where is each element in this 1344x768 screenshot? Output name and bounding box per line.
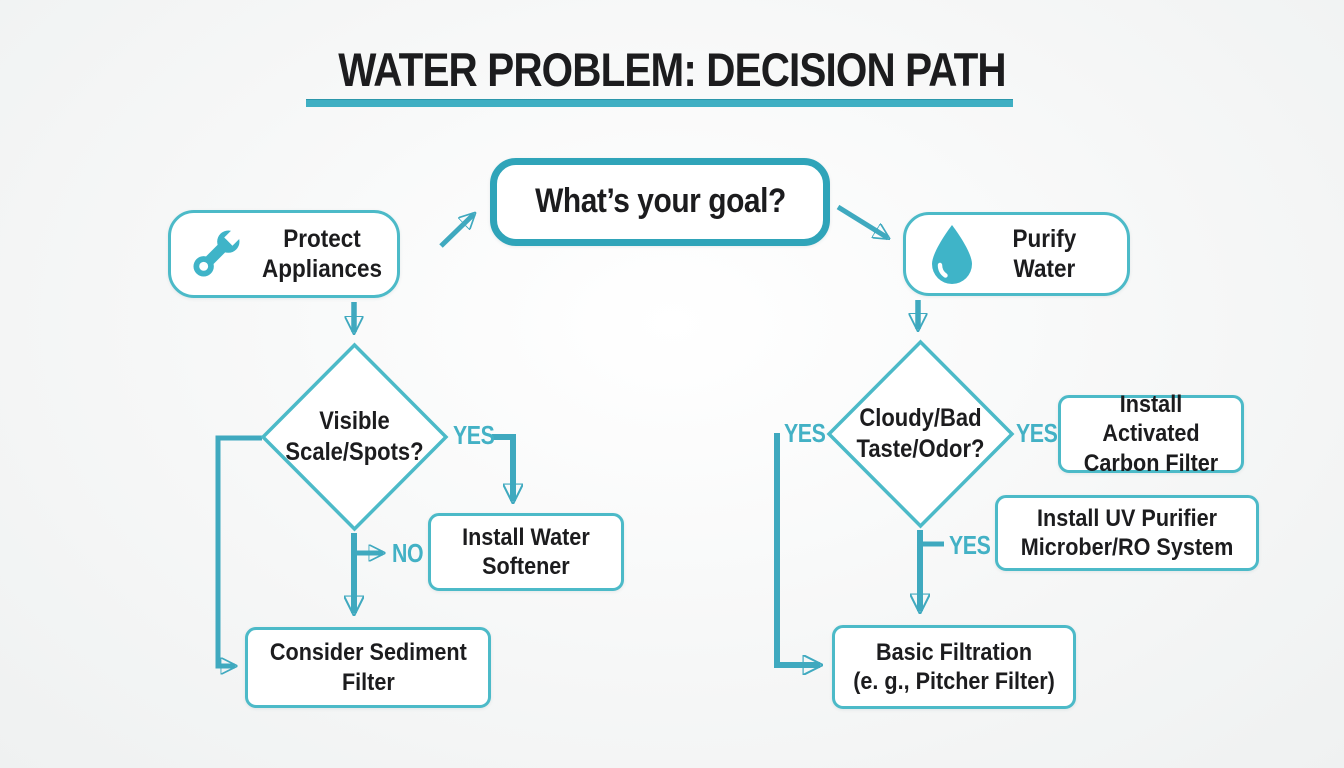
basic-filtration-node: Basic Filtration (e. g., Pitcher Filter) bbox=[832, 625, 1076, 709]
drop-icon bbox=[932, 225, 972, 284]
visible-scale-line2: Scale/Spots? bbox=[285, 438, 424, 466]
visible-scale-decision-node: Visible Scale/Spots? bbox=[260, 342, 449, 532]
edge-label-yes-left-diamond: YES bbox=[453, 420, 495, 450]
install-water-softener-node: Install Water Softener bbox=[428, 513, 624, 591]
install-uv-purifier-node: Install UV Purifier Microber/RO System bbox=[995, 495, 1259, 571]
diamond-shape bbox=[260, 342, 449, 532]
edge-goal-to-purify bbox=[836, 204, 888, 238]
carbon-line2: Carbon Filter bbox=[1083, 449, 1219, 477]
install-uv-purifier-label: Install UV Purifier Microber/RO System bbox=[1021, 504, 1233, 563]
sediment-line2: Filter bbox=[341, 668, 395, 696]
softener-line2: Softener bbox=[482, 553, 570, 580]
purify-label-line2: Water bbox=[1013, 255, 1076, 283]
basic-line2: (e. g., Pitcher Filter) bbox=[853, 668, 1055, 695]
purify-label-line1: Purify bbox=[1012, 224, 1077, 253]
cloudy-taste-decision-node: Cloudy/Bad Taste/Odor? bbox=[826, 339, 1015, 529]
title-underline bbox=[306, 99, 1013, 107]
install-activated-carbon-filter-node: Install Activated Carbon Filter bbox=[1058, 391, 1244, 477]
edge-label-yes-right-diamond-right: YES bbox=[1016, 418, 1058, 448]
purify-water-node: Purify Water bbox=[903, 212, 1130, 296]
edge-left-yes-elbow bbox=[492, 434, 513, 501]
visible-scale-line1: Visible bbox=[319, 406, 390, 435]
page-title: WATER PROBLEM: DECISION PATH bbox=[338, 43, 1006, 96]
wrench-icon bbox=[193, 226, 244, 277]
uv-line1: Install UV Purifier bbox=[1036, 504, 1218, 532]
edge-label-yes-right-diamond-bottom: YES bbox=[949, 530, 991, 560]
purify-water-label: Purify Water bbox=[985, 224, 1119, 285]
protect-label-line1: Protect bbox=[283, 224, 361, 253]
cloudy-taste-line1: Cloudy/Bad bbox=[859, 403, 982, 432]
edge-right-yes-left bbox=[774, 433, 820, 665]
protect-appliances-label: Protect Appliances bbox=[255, 224, 390, 285]
sediment-line1: Consider Sediment bbox=[269, 639, 467, 667]
edge-left-loop bbox=[215, 435, 262, 666]
install-activated-carbon-filter-label: Install Activated Carbon Filter bbox=[1070, 390, 1232, 478]
uv-line2: Microber/RO System bbox=[1020, 534, 1234, 561]
goal-question-node: What’s your goal? bbox=[490, 158, 830, 246]
goal-question-label: What’s your goal? bbox=[534, 182, 786, 221]
consider-sediment-filter-node: Consider Sediment Filter bbox=[245, 627, 491, 708]
consider-sediment-filter-label: Consider Sediment Filter bbox=[270, 638, 467, 697]
basic-filtration-label: Basic Filtration (e. g., Pitcher Filter) bbox=[853, 638, 1055, 697]
edge-label-yes-right-diamond-left: YES bbox=[784, 418, 826, 448]
softener-line1: Install Water bbox=[462, 523, 590, 551]
protect-label-line2: Appliances bbox=[261, 255, 383, 283]
protect-appliances-node: Protect Appliances bbox=[168, 210, 400, 298]
edge-protect-to-goal bbox=[439, 214, 474, 248]
install-water-softener-label: Install Water Softener bbox=[462, 523, 590, 582]
diamond-shape bbox=[826, 339, 1015, 529]
carbon-line1: Install Activated bbox=[1102, 391, 1200, 448]
visible-scale-decision-label: Visible Scale/Spots? bbox=[271, 342, 437, 532]
basic-line1: Basic Filtration bbox=[875, 638, 1033, 666]
edge-label-no-left-diamond: NO bbox=[392, 538, 424, 568]
cloudy-taste-line2: Taste/Odor? bbox=[856, 435, 985, 463]
cloudy-taste-decision-label: Cloudy/Bad Taste/Odor? bbox=[837, 339, 1003, 529]
